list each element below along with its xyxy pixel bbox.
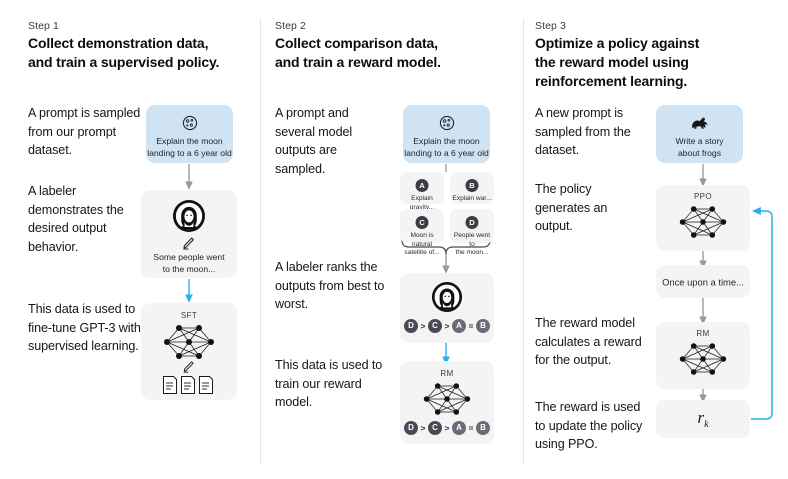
output-card-c[interactable]: C Moon is natural satellite of... — [400, 209, 444, 256]
rank-node-d: D — [404, 319, 419, 333]
moon-icon — [439, 115, 455, 136]
step-2-label: Step 2 — [275, 20, 306, 32]
rank-node-c: C — [428, 319, 443, 333]
output-card-d[interactable]: D People went to the moon... — [450, 209, 494, 256]
step-3-rm-box[interactable]: RM — [656, 322, 750, 389]
step-1-labeler-box[interactable]: Some people went to the moon... — [141, 190, 237, 278]
step-1-title-line-2: and train a supervised policy. — [28, 54, 220, 70]
rank-node-a: A — [451, 319, 466, 333]
neural-network-icon — [421, 380, 473, 423]
step-3-reward-box[interactable]: rk — [656, 400, 750, 438]
rank-operator: > — [420, 423, 426, 433]
ranking-row-rm: D>C>A=B — [400, 421, 494, 435]
output-letter-d: D — [465, 216, 479, 229]
rank-node-d: D — [404, 421, 419, 435]
step-3-output-text: Once upon a time... — [662, 276, 744, 287]
step-3-prompt-box[interactable]: Write a story about frogs — [656, 105, 743, 163]
step-2-column: Step 2 Collect comparison data, and trai… — [261, 0, 523, 479]
neural-network-icon — [677, 203, 729, 246]
step-1-label: Step 1 — [28, 20, 59, 32]
step-2-prompt-caption: Explain the moon landing to a 6 year old — [404, 136, 489, 158]
ppo-tag: PPO — [693, 192, 713, 201]
sft-tag: SFT — [180, 311, 198, 320]
output-text-c: Moon is natural satellite of... — [404, 232, 440, 257]
output-letter-a: A — [415, 179, 429, 192]
rm-tag: RM — [440, 369, 454, 378]
output-card-b[interactable]: B Explain war... — [450, 172, 494, 204]
rank-node-c: C — [428, 421, 443, 435]
output-text-a: Explain gravity... — [409, 195, 435, 211]
rank-operator: = — [468, 423, 474, 433]
step-2-labeler-rank-box[interactable]: D>C>A=B — [400, 273, 494, 343]
reward-formula-sub: k — [704, 419, 709, 431]
step-3-title-line-3: reinforcement learning. — [535, 73, 688, 89]
step-3-title-line-1: Optimize a policy against — [535, 35, 700, 51]
output-letter-c: C — [415, 216, 429, 229]
step-3-paragraph-2: The policy generates an output. — [535, 182, 608, 233]
frog-icon — [689, 115, 711, 136]
output-text-b: Explain war... — [452, 195, 492, 202]
neural-network-icon — [677, 340, 729, 383]
reward-formula-base: r — [697, 407, 705, 427]
labeler-person-icon — [431, 281, 463, 318]
step-1-paragraph-1: A prompt is sampled from our prompt data… — [28, 106, 141, 157]
moon-icon — [182, 115, 198, 136]
step-2-title: Collect comparison data, and train a rew… — [275, 34, 510, 72]
step-2-rm-box[interactable]: RM D>C>A=B — [400, 361, 494, 444]
ranking-row-labeler: D>C>A=B — [400, 319, 494, 333]
step-1-paragraph-2: A labeler demonstrates the desired outpu… — [28, 184, 124, 254]
step-2-title-line-2: and train a reward model. — [275, 54, 441, 70]
column-divider-1 — [260, 18, 261, 465]
step-3-paragraph-1: A new prompt is sampled from the dataset… — [535, 106, 631, 157]
step-3-ppo-box[interactable]: PPO — [656, 185, 750, 251]
output-text-d: People went to the moon... — [453, 232, 491, 257]
pencil-icon — [182, 359, 197, 379]
pencil-icon — [181, 235, 197, 256]
step-3-paragraph-3: The reward model calculates a reward for… — [535, 316, 642, 367]
step-2-prompt-box[interactable]: Explain the moon landing to a 6 year old — [403, 105, 490, 163]
rank-operator: > — [444, 321, 450, 331]
neural-network-icon — [161, 322, 217, 367]
step-3-title: Optimize a policy against the reward mod… — [535, 34, 780, 91]
step-1-title-line-1: Collect demonstration data, — [28, 35, 209, 51]
rank-operator: = — [468, 321, 474, 331]
step-3-label: Step 3 — [535, 20, 566, 32]
output-card-a[interactable]: A Explain gravity... — [400, 172, 444, 211]
step-2-paragraph-3: This data is used to train our reward mo… — [275, 358, 383, 409]
rank-node-a: A — [451, 421, 466, 435]
step-1-labeler-caption: Some people went to the moon... — [153, 252, 225, 274]
step-1-sft-box[interactable]: SFT — [141, 303, 237, 400]
rank-node-b: B — [475, 319, 490, 333]
output-letter-b: B — [465, 179, 479, 192]
column-divider-2 — [523, 18, 524, 465]
step-1-prompt-box[interactable]: Explain the moon landing to a 6 year old — [146, 105, 233, 163]
step-3-paragraph-4: The reward is used to update the policy … — [535, 400, 643, 451]
reward-formula: rk — [656, 408, 750, 430]
step-1-prompt-caption: Explain the moon landing to a 6 year old — [147, 136, 232, 158]
labeler-person-icon — [172, 199, 206, 238]
step-3-column: Step 3 Optimize a policy against the rew… — [524, 0, 788, 479]
documents-icon — [162, 375, 216, 400]
rank-operator: > — [444, 423, 450, 433]
step-3-prompt-caption: Write a story about frogs — [675, 136, 724, 158]
step-2-title-line-1: Collect comparison data, — [275, 35, 438, 51]
step-2-paragraph-1: A prompt and several model outputs are s… — [275, 106, 353, 176]
rank-node-b: B — [475, 421, 490, 435]
step-3-output-box[interactable]: Once upon a time... — [656, 265, 750, 298]
step-1-paragraph-3: This data is used to fine-tune GPT-3 wit… — [28, 302, 141, 353]
rank-operator: > — [420, 321, 426, 331]
step-1-column: Step 1 Collect demonstration data, and t… — [0, 0, 260, 479]
step-1-title: Collect demonstration data, and train a … — [28, 34, 263, 72]
step-2-paragraph-2: A labeler ranks the outputs from best to… — [275, 260, 385, 311]
rm-tag: RM — [696, 329, 710, 338]
step-3-title-line-2: the reward model using — [535, 54, 689, 70]
